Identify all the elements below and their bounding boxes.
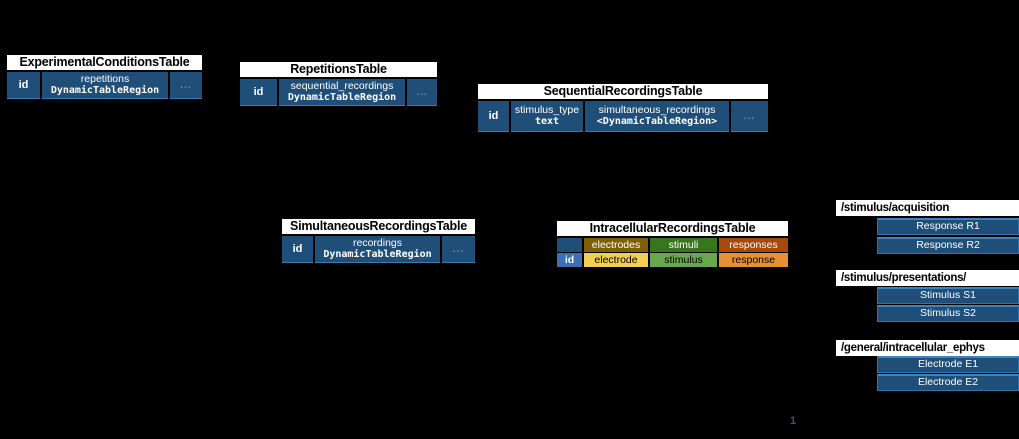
column-response: response [719, 253, 788, 267]
item-electrode-e2: Electrode E2 [877, 374, 1019, 391]
table-title: SequentialRecordingsTable [478, 84, 768, 99]
table-repetitions: RepetitionsTable id sequential_recording… [240, 62, 437, 106]
group-electrodes: electrodes [584, 238, 648, 252]
column-name: sequential_recordings [290, 80, 394, 92]
table-row: id stimulus_type text simultaneous_recor… [478, 101, 768, 132]
table-experimental-conditions: ExperimentalConditionsTable id repetitio… [7, 55, 202, 99]
column-cell: recordings DynamicTableRegion [315, 236, 440, 263]
corner-cell [557, 238, 582, 252]
id-cell: id [557, 253, 582, 267]
column-name: repetitions [80, 73, 130, 85]
column-electrode: electrode [584, 253, 648, 267]
group-row: electrodes stimuli responses [557, 238, 788, 252]
ellipsis-cell: ... [442, 236, 475, 263]
column-type: DynamicTableRegion [323, 249, 432, 260]
path-general-intracellular-ephys: /general/intracellular_ephys [836, 340, 1019, 356]
page-number: 1 [790, 415, 797, 427]
id-cell: id [282, 236, 313, 263]
column-name: stimulus_type [514, 104, 580, 116]
table-title: RepetitionsTable [240, 62, 437, 77]
item-stimulus-s1: Stimulus S1 [877, 287, 1019, 304]
column-type: DynamicTableRegion [50, 85, 160, 96]
item-electrode-e1: Electrode E1 [877, 356, 1019, 373]
table-intracellular-recordings: IntracellularRecordingsTable electrodes … [557, 221, 788, 267]
group-stimuli: stimuli [650, 238, 717, 252]
path-stimulus-acquisition: /stimulus/acquisition [836, 200, 1019, 216]
column-row: id electrode stimulus response [557, 253, 788, 267]
table-row: id sequential_recordings DynamicTableReg… [240, 79, 437, 106]
column-stimulus: stimulus [650, 253, 717, 267]
id-cell: id [240, 79, 277, 106]
column-cell: stimulus_type text [511, 101, 583, 132]
ellipsis-cell: ... [407, 79, 437, 106]
column-cell: repetitions DynamicTableRegion [42, 72, 168, 99]
table-sequential-recordings: SequentialRecordingsTable id stimulus_ty… [478, 84, 768, 132]
group-responses: responses [719, 238, 788, 252]
table-row: id repetitions DynamicTableRegion ... [7, 72, 202, 99]
table-simultaneous-recordings: SimultaneousRecordingsTable id recording… [282, 219, 475, 263]
id-cell: id [478, 101, 509, 132]
column-name: recordings [352, 237, 403, 249]
item-response-r1: Response R1 [877, 218, 1019, 235]
item-response-r2: Response R2 [877, 237, 1019, 254]
ellipsis-cell: ... [731, 101, 768, 132]
item-stimulus-s2: Stimulus S2 [877, 305, 1019, 322]
column-cell: simultaneous_recordings <DynamicTableReg… [585, 101, 729, 132]
table-title: SimultaneousRecordingsTable [282, 219, 475, 234]
column-type: text [534, 116, 560, 127]
table-title: IntracellularRecordingsTable [557, 221, 788, 236]
column-type: DynamicTableRegion [287, 92, 397, 103]
column-type: <DynamicTableRegion> [596, 116, 718, 127]
column-cell: sequential_recordings DynamicTableRegion [279, 79, 405, 106]
path-stimulus-presentations: /stimulus/presentations/ [836, 270, 1019, 286]
ellipsis-cell: ... [170, 72, 202, 99]
id-cell: id [7, 72, 40, 99]
table-row: id recordings DynamicTableRegion ... [282, 236, 475, 263]
table-title: ExperimentalConditionsTable [7, 55, 202, 70]
column-name: simultaneous_recordings [598, 104, 716, 116]
